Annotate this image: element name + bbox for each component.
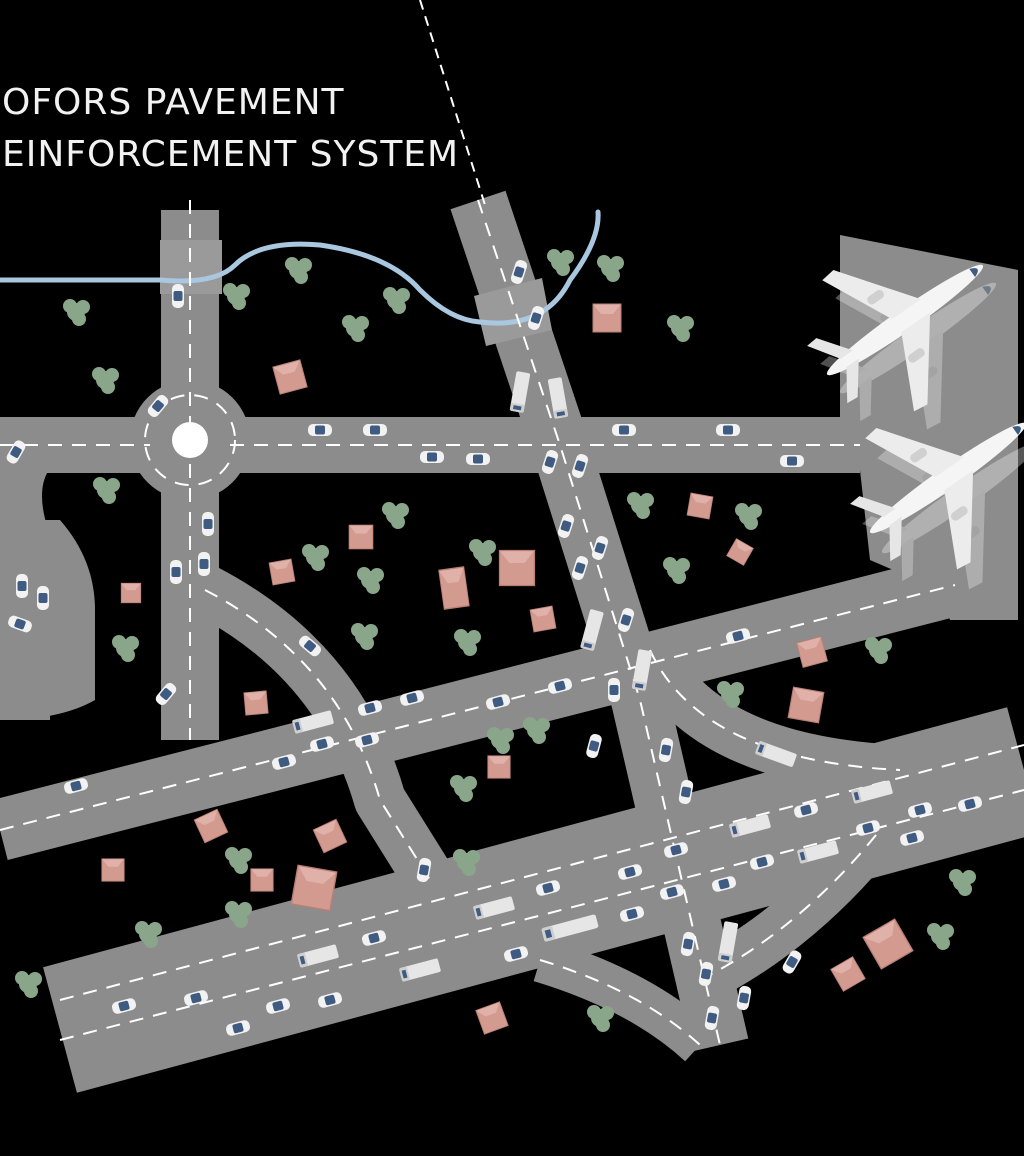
tree-icon — [667, 315, 694, 342]
tree-icon — [63, 299, 90, 326]
car-icon — [612, 424, 636, 436]
tree-icon — [92, 367, 119, 394]
tree-icon — [865, 637, 892, 664]
tree-icon — [382, 502, 409, 529]
tree-icon — [223, 283, 250, 310]
river — [0, 209, 601, 326]
car-icon — [420, 451, 444, 463]
building-icon — [290, 864, 338, 912]
car-icon — [780, 455, 804, 467]
tree-icon — [383, 287, 410, 314]
title-pointer-line — [419, 0, 486, 206]
tree-icon — [112, 635, 139, 662]
car-icon — [202, 512, 214, 536]
car-icon — [170, 560, 182, 584]
tree-icon — [285, 257, 312, 284]
tree-icon — [627, 492, 654, 519]
building-icon — [250, 868, 274, 892]
tree-icon — [450, 775, 477, 802]
tree-icon — [357, 567, 384, 594]
car-icon — [198, 552, 210, 576]
tree-icon — [342, 315, 369, 342]
building-icon — [686, 492, 714, 520]
car-icon — [608, 678, 620, 702]
building-icon — [830, 956, 866, 992]
building-icon — [862, 918, 914, 970]
tree-icon — [547, 249, 574, 276]
tree-icon — [15, 971, 42, 998]
car-icon — [466, 453, 490, 465]
car-icon — [736, 985, 752, 1011]
car-icon — [585, 732, 603, 760]
tree-icon — [351, 623, 378, 650]
building-icon — [438, 566, 470, 610]
tree-icon — [597, 255, 624, 282]
building-icon — [592, 303, 622, 333]
tree-icon — [469, 539, 496, 566]
building-icon — [487, 755, 511, 779]
tree-icon — [93, 477, 120, 504]
tree-icon — [487, 727, 514, 754]
building-icon — [529, 605, 557, 633]
building-icon — [312, 818, 348, 854]
building-icon — [243, 690, 269, 716]
building-icon — [193, 808, 229, 844]
building-icon — [268, 558, 296, 586]
building-icon — [726, 538, 754, 566]
car-icon — [308, 424, 332, 436]
building-icon — [787, 686, 825, 724]
tree-icon — [523, 717, 550, 744]
title-line-1: ROFORS PAVEMENT — [0, 82, 345, 123]
building-icon — [101, 858, 125, 882]
building-icon — [348, 524, 374, 550]
tree-icon — [949, 869, 976, 896]
tree-icon — [663, 557, 690, 584]
tree-icon — [225, 847, 252, 874]
car-icon — [172, 284, 184, 308]
title-line-2: REINFORCEMENT SYSTEM — [0, 134, 460, 175]
tree-icon — [454, 629, 481, 656]
car-icon — [716, 424, 740, 436]
car-icon — [16, 574, 28, 598]
tree-icon — [927, 923, 954, 950]
building-icon — [272, 359, 308, 395]
tree-icon — [302, 544, 329, 571]
car-icon — [37, 586, 49, 610]
car-icon — [363, 424, 387, 436]
building-icon — [498, 549, 536, 587]
tree-icon — [587, 1005, 614, 1032]
building-icon — [475, 1001, 509, 1035]
tree-icon — [735, 503, 762, 530]
building-icon — [120, 582, 142, 604]
